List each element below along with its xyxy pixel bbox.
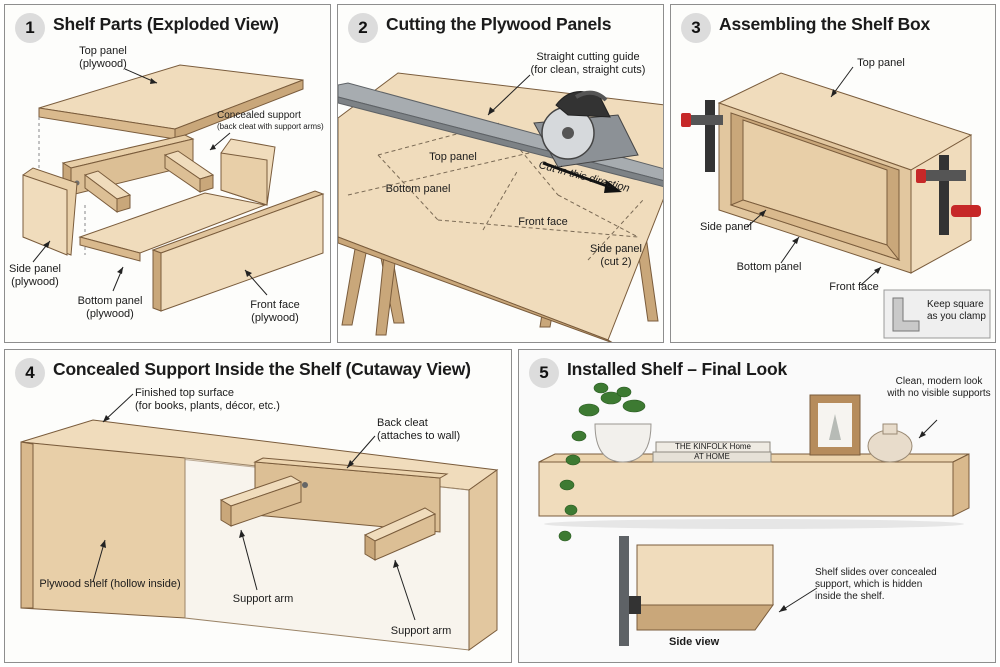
panel-concealed-support: 4 Concealed Support Inside the Shelf (Cu… [4, 349, 512, 663]
label-cut-top-panel: Top panel [429, 151, 477, 163]
panel-cutting-plywood: 2 Cutting the Plywood Panels Straight cu… [337, 4, 664, 343]
step-number-badge: 3 [681, 13, 711, 43]
cutaway-illustration [20, 393, 499, 651]
book-title-at-home: AT HOME [694, 452, 730, 461]
label-plywood-shelf: Plywood shelf (hollow inside) [39, 578, 181, 590]
panel-title: Shelf Parts (Exploded View) [53, 14, 279, 34]
label-back-cleat: Back cleat (attaches to wall) [377, 417, 461, 442]
step-number-badge: 2 [348, 13, 378, 43]
label-keep-square: Keep square as you clamp [927, 299, 986, 322]
panel-title: Concealed Support Inside the Shelf (Cuta… [53, 359, 471, 379]
label-clean-look: Clean, modern look with no visible suppo… [887, 376, 991, 399]
label-box-front-face: Front face [829, 281, 879, 293]
book-title-kinfolk: THE KINFOLK Home [674, 442, 751, 451]
assembly-illustration [681, 66, 991, 339]
label-cut-front-face: Front face [518, 216, 568, 228]
label-front-face: Front face (plywood) [250, 299, 300, 324]
installed-shelf-illustration [519, 350, 995, 662]
label-concealed-support: Concealed support [217, 110, 301, 121]
label-top-panel: Top panel (plywood) [79, 45, 127, 70]
label-side-view: Side view [669, 636, 720, 648]
panel-title: Installed Shelf – Final Look [567, 359, 787, 379]
label-bottom-panel: Bottom panel (plywood) [77, 295, 143, 320]
panel-title: Cutting the Plywood Panels [386, 14, 612, 34]
label-box-top-panel: Top panel [857, 57, 905, 69]
label-box-bottom-panel: Bottom panel [736, 261, 802, 273]
step-number-badge: 5 [529, 358, 559, 388]
label-cut-side-panel: Side panel (cut 2) [590, 243, 642, 268]
panel-assembling-box: 3 Assembling the Shelf Box Top panel Sid… [670, 4, 996, 343]
label-cut-bottom-panel: Bottom panel [385, 183, 451, 195]
label-support-arm-1: Support arm [232, 593, 294, 605]
label-finished-top: Finished top surface (for books, plants,… [135, 387, 280, 412]
label-concealed-support-note: (back cleat with support arms) [217, 122, 324, 131]
label-cutting-guide: Straight cutting guide (for clean, strai… [530, 51, 646, 76]
exploded-view-illustration [22, 64, 325, 312]
label-slides-over: Shelf slides over concealed support, whi… [815, 567, 937, 602]
label-support-arm-2: Support arm [390, 625, 452, 637]
panel-installed-shelf: 5 Installed Shelf – Final Look Clean, mo… [518, 349, 996, 663]
step-number-badge: 1 [15, 13, 45, 43]
label-box-side-panel: Side panel [700, 221, 752, 233]
label-side-panel: Side panel (plywood) [9, 263, 61, 288]
panel-exploded-view: 1 Shelf Parts (Exploded View) Top panel … [4, 4, 331, 343]
panel-title: Assembling the Shelf Box [719, 14, 931, 34]
step-number-badge: 4 [15, 358, 45, 388]
cutting-illustration [338, 72, 663, 342]
